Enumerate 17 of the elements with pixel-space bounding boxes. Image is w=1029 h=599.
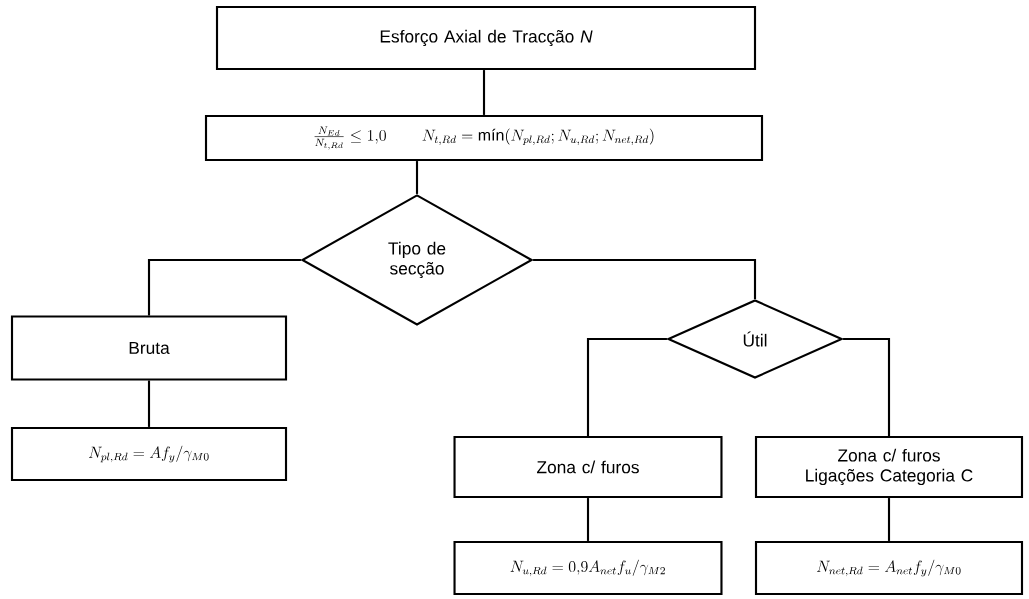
process-box: Esforço Axial de Tracção N (215, 5, 757, 71)
formula-box: $N_{u,Rd} = 0{,}9 A_{net} f_u / \gamma_{M2}$ (453, 540, 723, 596)
formula-box: $\frac{N_{Ed}}{N_{t,Rd}} \leq 1{,}0$ $N_{t,Rd} = \text{mín} (N_{pl,Rd}; N_{u,Rd}; N_{net,Rd})$ (204, 114, 764, 162)
process-box: Zona c/ furos Ligações Categoria C (754, 435, 1024, 499)
connector-line (887, 498, 891, 541)
connector-line (533, 258, 757, 299)
connector-line (415, 161, 419, 194)
connector-line (843, 337, 891, 436)
connector-line (147, 380, 151, 427)
connector-line (147, 258, 301, 316)
connector-line (482, 70, 486, 115)
process-box: Zona c/ furos (453, 435, 723, 499)
connector-line (586, 498, 590, 541)
formula-box: $N_{net,Rd} = A_{net} f_y / \gamma_{M0}$ (754, 540, 1024, 596)
process-box: Bruta (10, 315, 288, 381)
formula-box: $N_{pl,Rd} = A f_y / \gamma_{M0}$ (10, 426, 288, 482)
connector-line (586, 337, 667, 436)
